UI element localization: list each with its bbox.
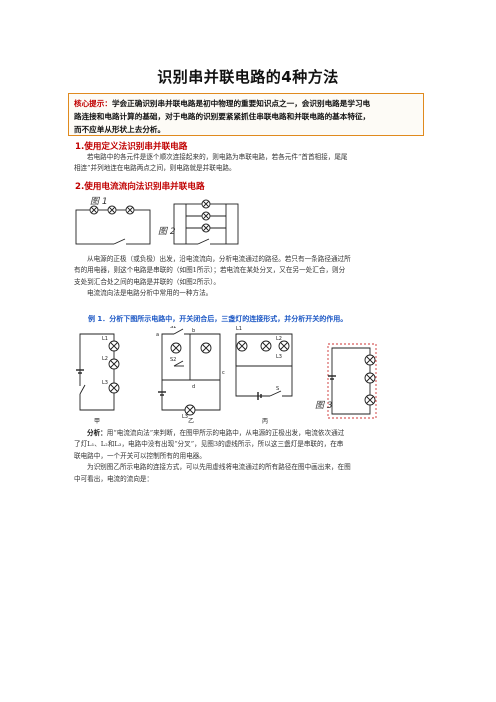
fig2-lamp-3 [201, 223, 211, 233]
svg-text:L3: L3 [276, 354, 282, 360]
section-2-heading: 2.使用电流流向法识别串并联电路 [75, 182, 205, 192]
svg-text:L3: L3 [102, 380, 108, 386]
example-circuits: L1 L2 L3 S1 S2 a b c d L3 L1 L2 L3 S 图 3… [76, 326, 377, 424]
svg-text:L1: L1 [236, 326, 242, 332]
jia-lamp-1 [108, 340, 120, 352]
figure-3-label: 图 3 [315, 400, 333, 411]
core-tip-line-2: 路连接和电路计算的基础，对于电路的识别要紧紧抓住串联电路和并联电路的基本特征， [74, 112, 371, 121]
caption-yi: 乙 [188, 418, 194, 424]
bing-switch [269, 390, 282, 397]
bing-lamp-1 [236, 340, 248, 352]
core-tip-label: 核心提示： [74, 99, 112, 108]
fig3-lamp-3 [364, 394, 376, 406]
yi-battery [158, 391, 166, 396]
fig1-lamp-1 [89, 205, 99, 215]
core-tip-line-1: 核心提示：学会正确识别串并联电路是初中物理的重要知识点之一，会识别电路是学习电 [74, 99, 371, 108]
section-2-body: 从电源的正极（或负极）出发，沿电流流向，分析电流通过的路径。若只有一条路径通过所… [74, 255, 351, 298]
section-1-heading: 1.使用定义法识别串并联电路 [75, 142, 188, 152]
fig1-lamp-3 [125, 205, 135, 215]
fig2-switch [197, 238, 210, 245]
yi-switch-2 [173, 360, 184, 367]
svg-text:L1: L1 [102, 336, 108, 342]
core-tip-box: 核心提示：学会正确识别串并联电路是初中物理的重要知识点之一，会识别电路是学习电 … [68, 93, 424, 136]
fig3-lamp-1 [364, 354, 376, 366]
analysis-body: 分析：用“电流流向法”来判断，在图甲所示的电路中，从电源的正极出发，电流依次通过… [74, 428, 426, 485]
yi-lamp-2 [200, 342, 212, 354]
fig1-switch [113, 238, 126, 245]
page-title: 识别串并联电路的4种方法 [157, 68, 339, 86]
svg-text:c: c [222, 370, 225, 376]
fig3-lamp-2 [364, 372, 376, 384]
figure-1-label: 图 1 [90, 196, 108, 207]
bing-lamp-3 [278, 340, 290, 352]
caption-jia: 甲 [94, 418, 100, 424]
analysis-label: 分析： [87, 429, 107, 437]
bing-lamp-2 [260, 340, 272, 352]
yi-lamp-1 [170, 342, 182, 354]
figure-2-label: 图 2 [158, 226, 176, 237]
fig3-battery [328, 375, 336, 380]
svg-text:S2: S2 [170, 357, 176, 363]
svg-text:d: d [192, 384, 195, 390]
section-1-body: 若电路中的各元件是逐个顺次连接起来的，则电路为串联电路，若各元件“首首相接，尾尾… [74, 153, 348, 173]
jia-lamp-3 [108, 382, 120, 394]
fig2-lamp-2 [201, 211, 211, 221]
example-1-question: 例 1．分析下图所示电路中，开关闭合后，三盏灯的连接形式，并分析开关的作用。 [88, 315, 348, 323]
analysis-line-1: 分析：用“电流流向法”来判断，在图甲所示的电路中，从电源的正极出发，电流依次通过 [87, 429, 345, 437]
core-tip-line-3: 而不应单从形状上去分析。 [74, 125, 166, 134]
fig1-lamp-2 [107, 205, 117, 215]
jia-lamp-2 [108, 358, 120, 370]
svg-text:S1: S1 [170, 326, 176, 330]
svg-text:L2: L2 [276, 336, 282, 342]
svg-text:S: S [276, 386, 279, 392]
svg-text:a: a [156, 332, 159, 338]
caption-bing: 丙 [262, 418, 268, 424]
figure-1-2-circuits: 图 1 图 2 [75, 196, 239, 245]
bing-battery [257, 392, 262, 400]
yi-switch-1 [173, 328, 184, 335]
jia-battery [76, 369, 84, 374]
fig2-lamp-1 [201, 199, 211, 209]
yi-lamp-3 [184, 404, 196, 416]
jia-switch [79, 384, 86, 395]
svg-text:L3: L3 [182, 414, 188, 420]
svg-text:b: b [192, 328, 195, 334]
svg-text:L2: L2 [102, 356, 108, 362]
